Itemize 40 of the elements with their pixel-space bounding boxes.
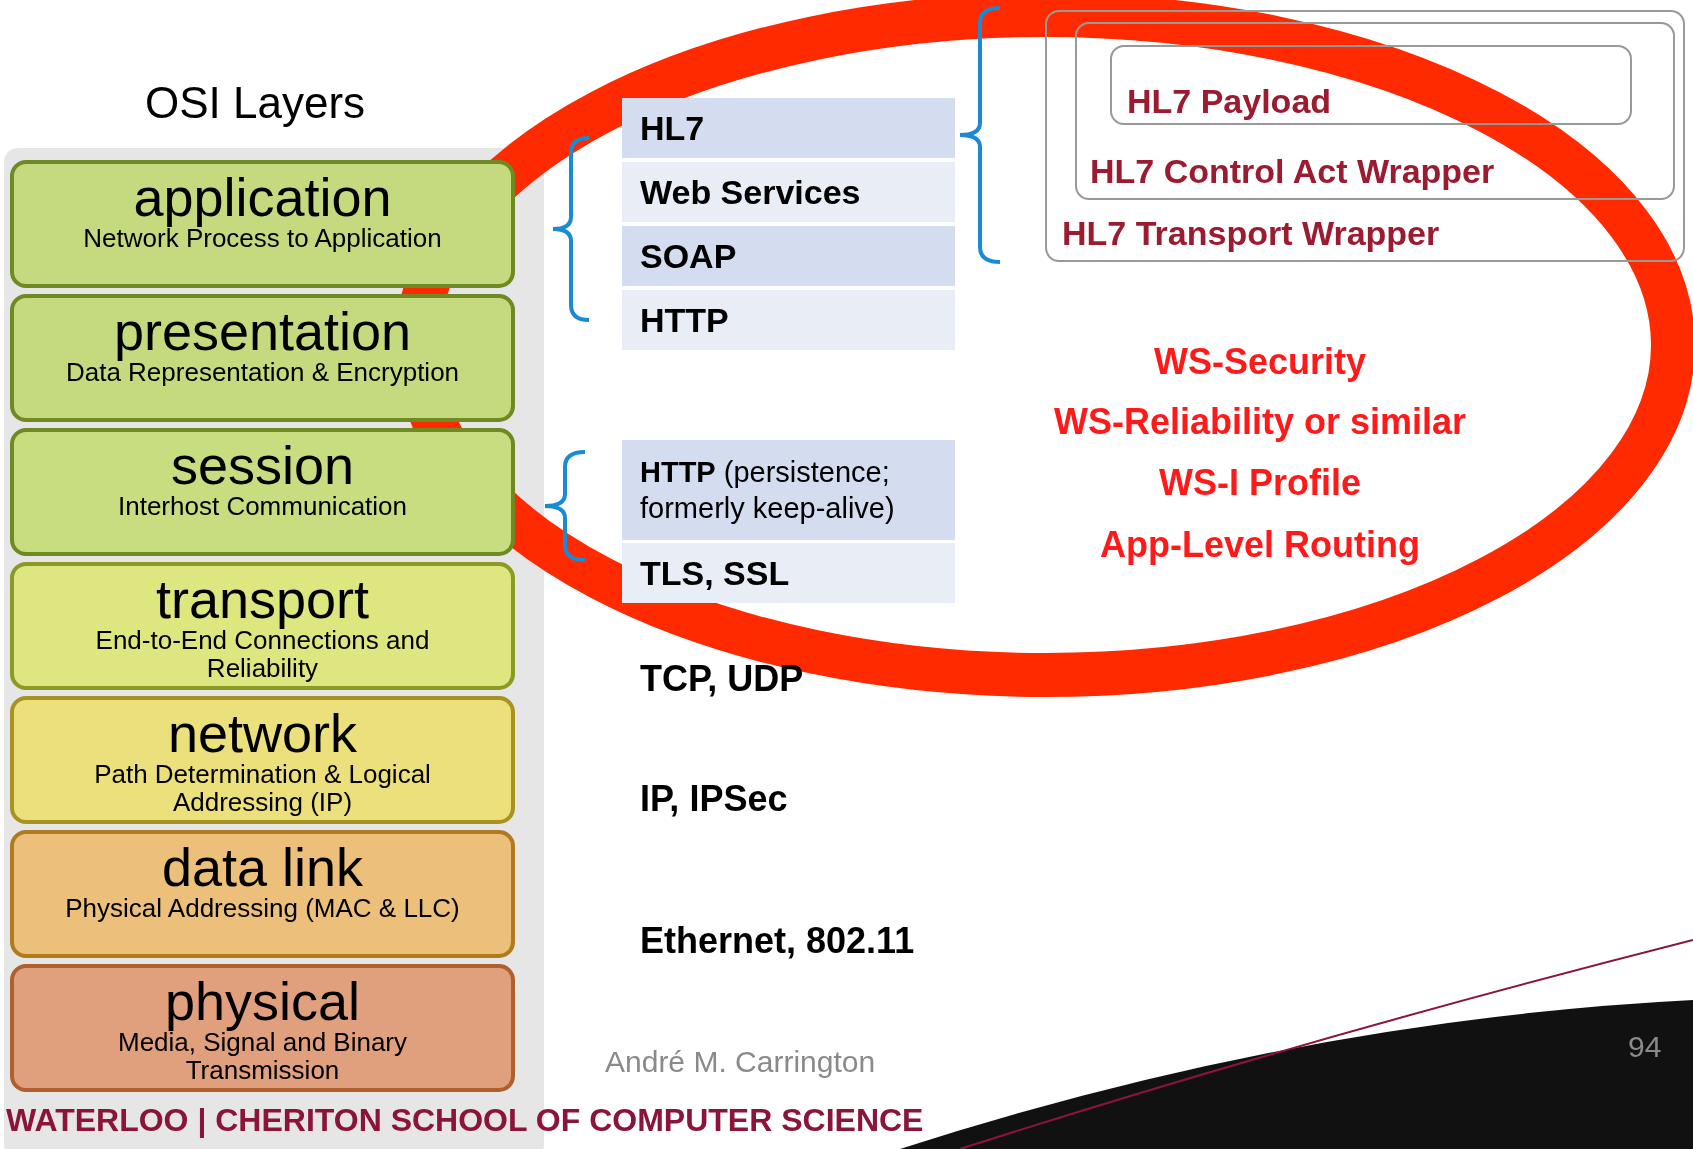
layer-box [10, 964, 515, 1092]
layer-box [10, 696, 515, 824]
wrapper-box [1045, 10, 1685, 262]
protocol-name: TLS, SSL [640, 553, 790, 593]
layer-box [10, 160, 515, 288]
requirement-label: WS-Security [1152, 341, 1367, 383]
page-number: 94 [1628, 1030, 1662, 1064]
protocol-cell [622, 226, 955, 286]
footer-text: WATERLOO | CHERITON SCHOOL OF COMPUTER SCIENCE [6, 1102, 924, 1139]
layer-description: Physical Addressing (MAC & LLC) [64, 894, 461, 922]
layer-box [10, 562, 515, 690]
requirement-label: WS-I Profile [1158, 462, 1362, 504]
layer-name: session [169, 438, 356, 492]
protocol-label: Ethernet, 802.11 [640, 920, 915, 962]
protocol-name: HTTP (persistence; formerly keep-alive) [640, 455, 896, 526]
requirement-label: WS-Reliability or similar [1052, 401, 1468, 443]
protocol-name: HTTP [640, 300, 729, 340]
protocol-label: IP, IPSec [640, 778, 788, 820]
layer-name: network [166, 706, 359, 760]
wrapper-box [1075, 22, 1675, 200]
layer-name: data link [160, 840, 365, 894]
wrapper-label: HL7 Control Act Wrapper [1090, 152, 1495, 191]
protocol-label: TCP, UDP [640, 658, 804, 700]
title: OSI Layers [143, 78, 367, 128]
protocol-name: Web Services [640, 172, 861, 212]
author-name: André M. Carrington [605, 1045, 876, 1079]
wrapper-label: HL7 Payload [1127, 82, 1332, 121]
protocol-cell [622, 98, 955, 158]
requirement-label: App-Level Routing [1099, 524, 1421, 566]
layer-description: Interhost Communication [117, 492, 408, 520]
wrapper-box [1110, 45, 1632, 125]
layer-box [10, 294, 515, 422]
protocol-cell [622, 543, 955, 603]
protocol-cell [622, 440, 955, 540]
layer-box [10, 428, 515, 556]
layer-description: Path Determination & Logical Addressing (IP) [93, 760, 432, 816]
protocol-name: SOAP [640, 236, 737, 276]
wrapper-label: HL7 Transport Wrapper [1062, 214, 1440, 253]
layer-box [10, 830, 515, 958]
protocol-name: HL7 [640, 108, 705, 148]
